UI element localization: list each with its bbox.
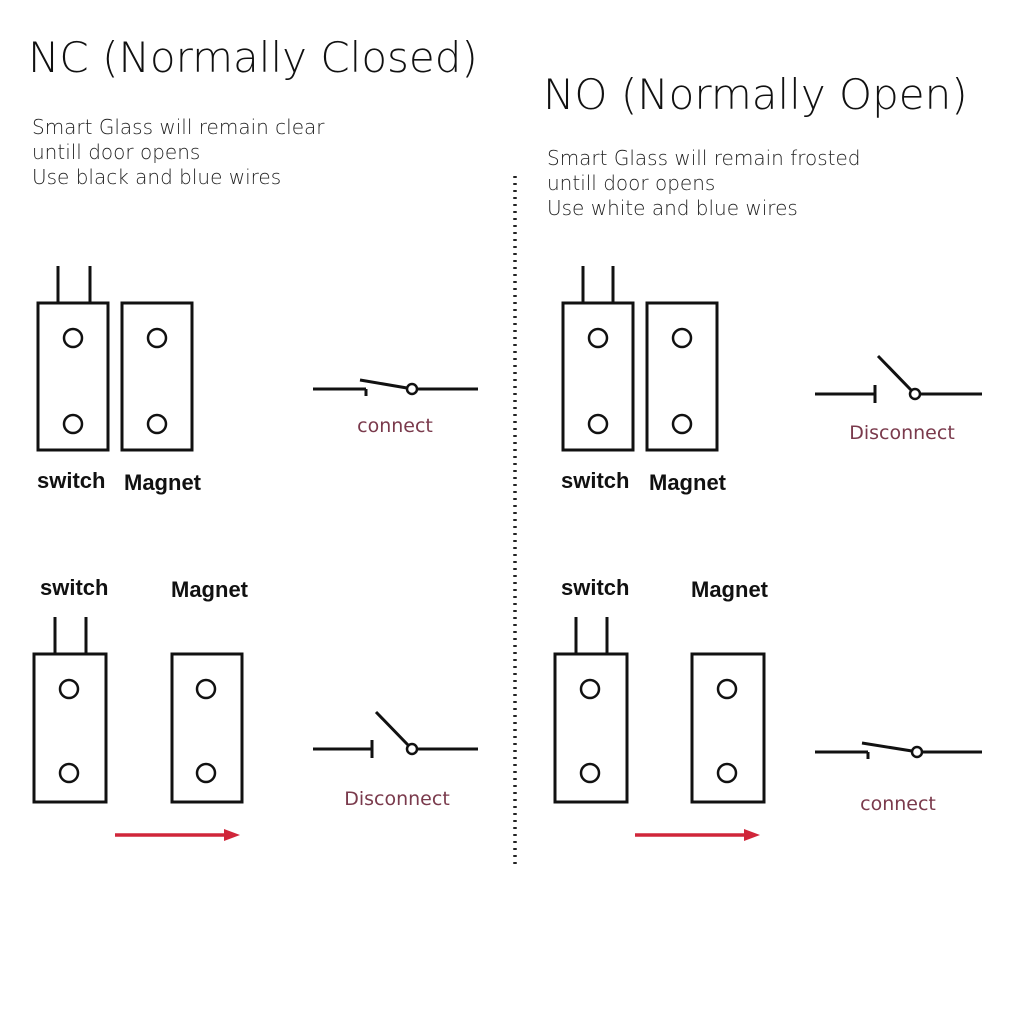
contact-state-label: connect [357, 415, 433, 437]
magnet-label: Magnet [691, 577, 769, 602]
arrow-right-icon [115, 829, 240, 841]
switch-label: switch [561, 468, 629, 493]
magnet-label: Magnet [171, 577, 249, 602]
no-closed-switch-sensor [561, 266, 635, 452]
no-title: NO (Normally Open) [543, 70, 968, 119]
closed-contact-symbol [313, 378, 478, 396]
nc-open-switch-sensor [32, 617, 108, 804]
nc-closed-switch-sensor [36, 266, 110, 452]
arrow-right-icon [635, 829, 760, 841]
contact-state-label: Disconnect [849, 422, 955, 444]
no-open-magnet [690, 652, 766, 804]
magnet-label: Magnet [649, 470, 727, 495]
nc-open-magnet [170, 652, 244, 804]
no-desc-line: Use white and blue wires [547, 196, 798, 220]
open-contact-symbol [815, 354, 982, 403]
switch-label: switch [561, 575, 629, 600]
no-desc-line: untill door opens [547, 171, 715, 195]
nc-closed-magnet [120, 301, 194, 452]
no-open-switch-sensor [553, 617, 629, 804]
closed-contact-symbol [815, 741, 982, 759]
nc-title: NC (Normally Closed) [28, 33, 478, 82]
contact-state-label: connect [860, 793, 936, 815]
magnet-label: Magnet [124, 470, 202, 495]
open-contact-symbol [313, 710, 478, 758]
no-desc-line: Smart Glass will remain frosted [547, 146, 861, 170]
switch-label: switch [37, 468, 105, 493]
nc-desc-line: Smart Glass will remain clear [32, 115, 325, 139]
switch-label: switch [40, 575, 108, 600]
no-closed-magnet [645, 301, 719, 452]
nc-desc-line: untill door opens [32, 140, 200, 164]
nc-desc-line: Use black and blue wires [32, 165, 281, 189]
contact-state-label: Disconnect [344, 788, 450, 810]
